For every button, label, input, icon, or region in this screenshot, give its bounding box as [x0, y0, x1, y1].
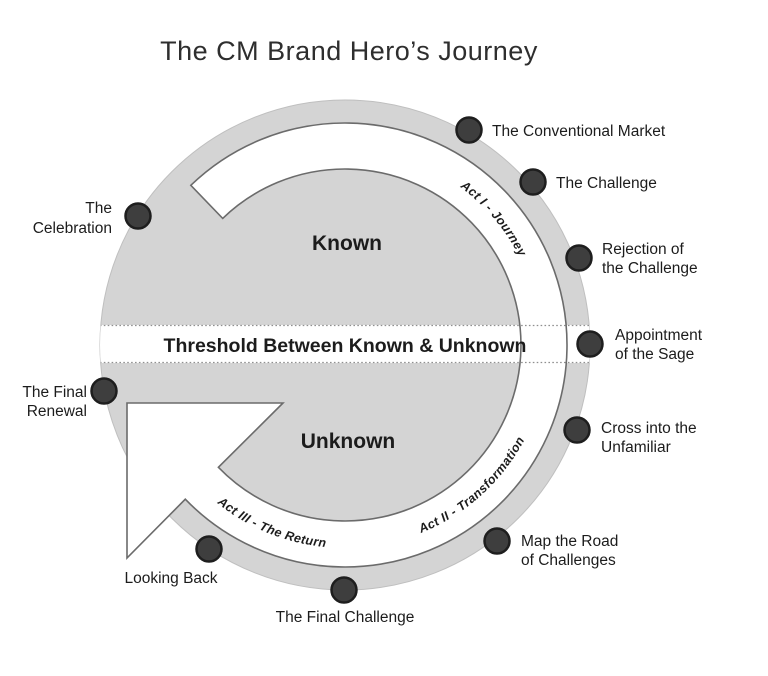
- svg-text:of Challenges: of Challenges: [521, 552, 616, 569]
- threshold-dotted-edges: [100, 324, 590, 364]
- svg-text:Rejection of: Rejection of: [602, 241, 685, 258]
- svg-text:Appointment: Appointment: [615, 327, 703, 344]
- label-looking-back: Looking Back: [124, 570, 217, 587]
- label-the-final-renewal: The Final Renewal: [22, 384, 87, 420]
- node-appointment-of-the-sage: [576, 330, 604, 358]
- svg-text:Map the Road: Map the Road: [521, 533, 618, 550]
- label-map-the-road-of-challenges: Map the Road of Challenges: [521, 533, 618, 569]
- node-the-final-challenge: [330, 576, 358, 604]
- journey-arrow-ring: [126, 122, 568, 568]
- svg-text:of the Sage: of the Sage: [615, 346, 694, 363]
- label-the-celebration: The Celebration: [33, 200, 112, 237]
- svg-text:Renewal: Renewal: [27, 403, 87, 420]
- threshold-label: Threshold Between Known & Unknown: [164, 335, 527, 357]
- node-the-celebration: [124, 202, 152, 230]
- node-rejection-of-the-challenge: [565, 244, 593, 272]
- label-the-conventional-market: The Conventional Market: [492, 123, 666, 140]
- svg-text:the Challenge: the Challenge: [602, 260, 698, 277]
- node-map-the-road-of-challenges: [483, 527, 511, 555]
- node-cross-into-the-unfamiliar: [563, 416, 591, 444]
- label-appointment-of-the-sage: Appointment of the Sage: [615, 327, 703, 363]
- svg-text:Cross into the: Cross into the: [601, 420, 697, 437]
- label-the-challenge: The Challenge: [556, 175, 657, 192]
- svg-text:Celebration: Celebration: [33, 220, 112, 237]
- known-zone-label: Known: [312, 232, 382, 255]
- svg-text:Unfamiliar: Unfamiliar: [601, 439, 671, 456]
- page-title: The CM Brand Hero’s Journey: [160, 36, 538, 66]
- unknown-zone-label: Unknown: [301, 430, 396, 453]
- svg-text:The: The: [85, 200, 112, 217]
- node-looking-back: [195, 535, 223, 563]
- threshold-band: [100, 325, 590, 363]
- node-the-conventional-market: [455, 116, 483, 144]
- node-the-challenge: [519, 168, 547, 196]
- svg-text:The Final: The Final: [22, 384, 87, 401]
- label-rejection-of-the-challenge: Rejection of the Challenge: [602, 241, 698, 277]
- label-the-final-challenge: The Final Challenge: [276, 609, 415, 626]
- node-the-final-renewal: [90, 377, 118, 405]
- label-cross-into-the-unfamiliar: Cross into the Unfamiliar: [601, 420, 697, 456]
